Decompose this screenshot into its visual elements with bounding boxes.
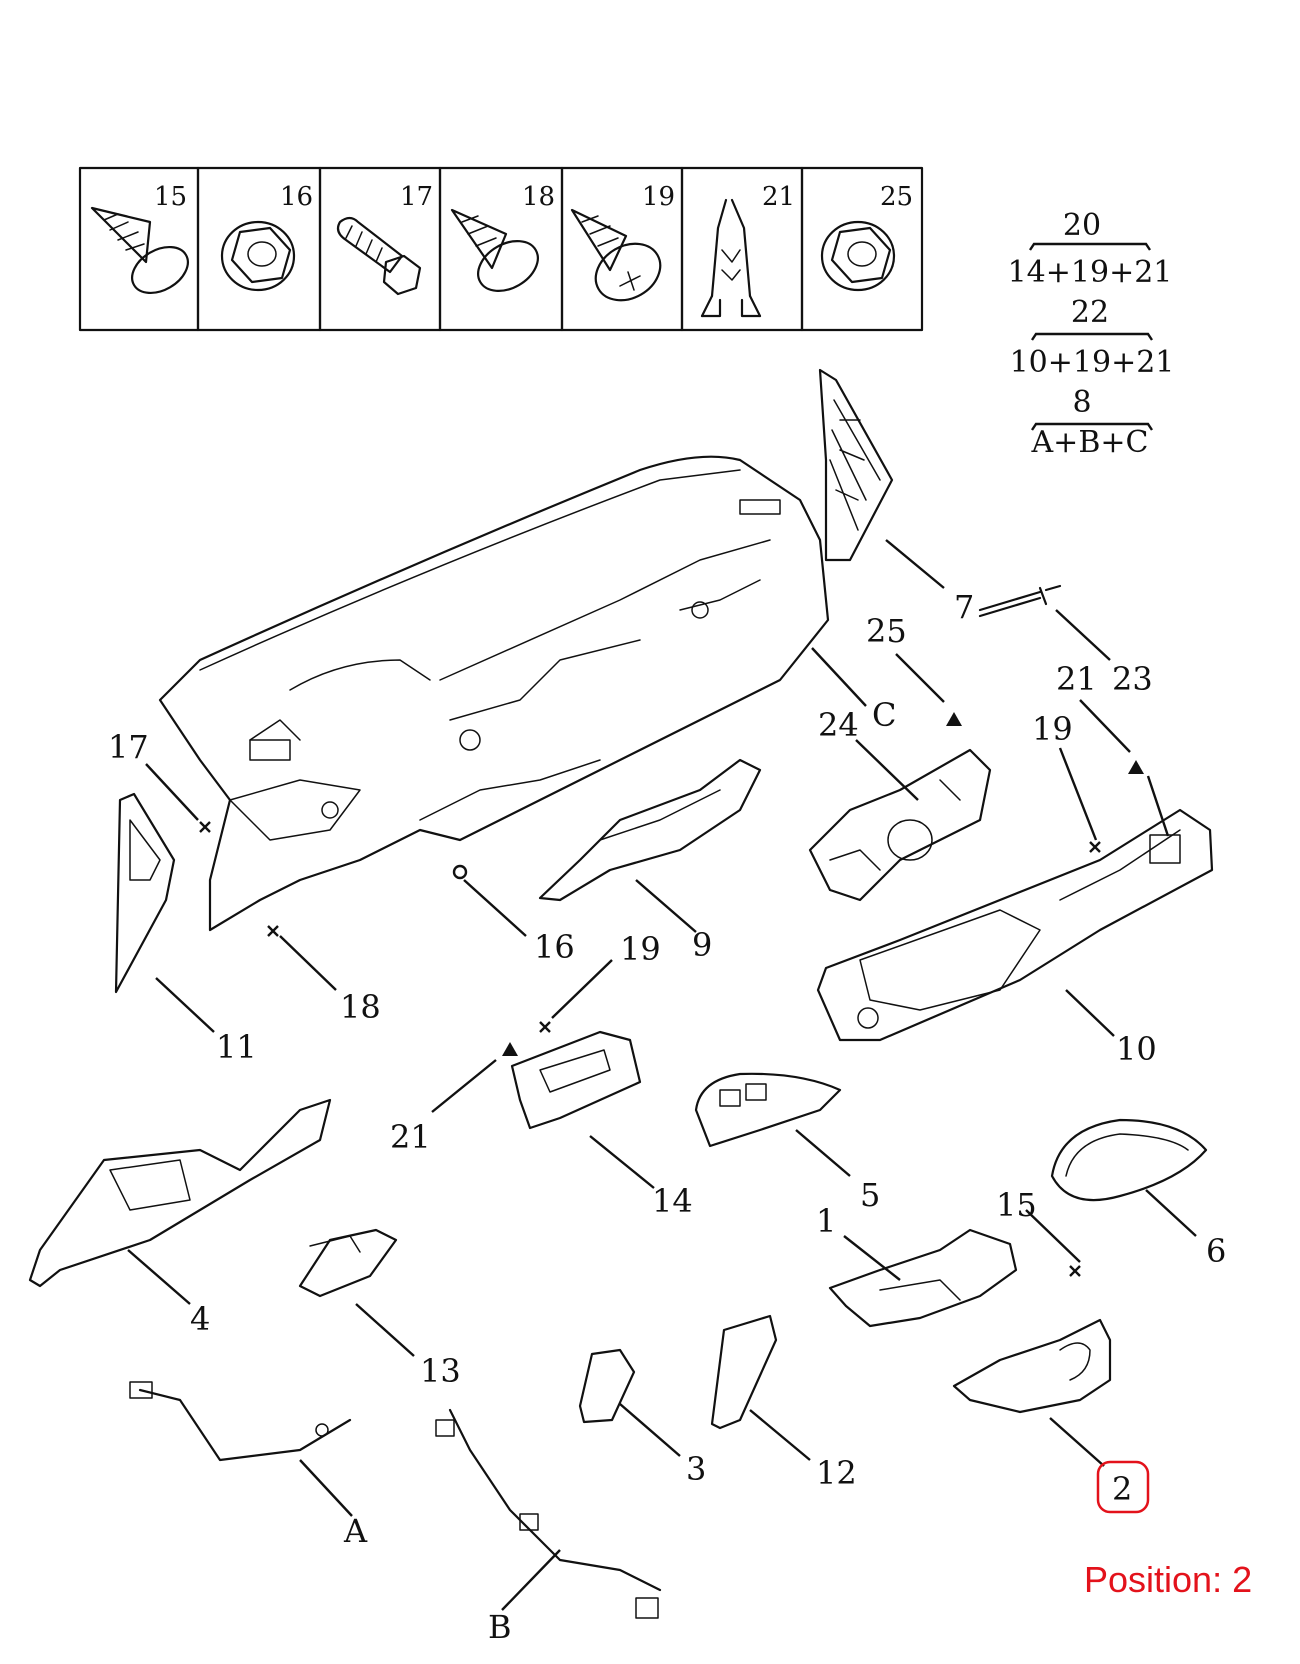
callout-labels: 7 23 25 21 19 C 24 17 16 9 18 11 19 10 2…	[108, 588, 1226, 1646]
callout-9: 9	[692, 926, 712, 964]
wiring-harness-a	[129, 1381, 352, 1462]
callout-7: 7	[954, 588, 974, 626]
highlight-box	[1096, 1460, 1150, 1514]
callout-24: 24	[818, 706, 859, 744]
fastener-number-19: 19	[642, 182, 675, 212]
column-shroud-lower	[952, 1318, 1112, 1414]
lower-knee-panel	[28, 1098, 332, 1288]
fastener-number-15: 15	[154, 182, 187, 212]
fastener-number-18: 18	[522, 182, 555, 212]
callout-4: 4	[190, 1300, 210, 1338]
callout-12: 12	[816, 1454, 857, 1492]
callout-3: 3	[686, 1450, 706, 1488]
callout-15: 15	[996, 1186, 1037, 1224]
fastener-table: 15 16 17 18 19 21 25	[78, 166, 924, 332]
tapping-screw-icon	[450, 208, 539, 292]
callout-18: 18	[340, 988, 381, 1026]
callout-11: 11	[216, 1028, 257, 1066]
lower-trim-strip	[538, 758, 762, 902]
kit-contents-8: A+B+C	[1031, 425, 1149, 460]
callout-6: 6	[1206, 1232, 1226, 1270]
callout-5: 5	[860, 1176, 880, 1214]
pan-head-screw-icon	[570, 208, 662, 302]
callout-23: 23	[1112, 660, 1153, 698]
fastener-number-17: 17	[400, 182, 433, 212]
callout-19: 19	[1032, 710, 1073, 748]
flange-nut-icon	[220, 220, 296, 292]
callout-13: 13	[420, 1352, 461, 1390]
kit-number-20: 20	[1063, 208, 1101, 243]
center-trim-panel	[816, 808, 1214, 1042]
fastener-number-25: 25	[880, 182, 913, 212]
kit-number-8: 8	[1072, 385, 1091, 420]
callout-B: B	[488, 1608, 512, 1646]
center-cover	[694, 1072, 842, 1148]
flange-nut-icon	[820, 220, 896, 292]
dashboard-frame	[158, 455, 830, 932]
callout-16: 16	[534, 928, 575, 966]
callout-21b: 21	[390, 1118, 431, 1156]
long-bolt-part	[978, 584, 1062, 618]
switch-bezel	[510, 1030, 642, 1130]
wiring-harness-b	[435, 1408, 662, 1619]
side-trim-panel	[818, 368, 894, 562]
column-shroud-upper	[828, 1228, 1018, 1328]
spring-clip-icon	[700, 198, 762, 318]
callout-A: A	[343, 1512, 368, 1550]
callout-C: C	[872, 696, 896, 734]
callout-2: 2	[1112, 1470, 1132, 1508]
kit-contents-20: 14+19+21	[1008, 255, 1173, 290]
bracket-part	[808, 748, 992, 902]
hex-bolt-icon	[336, 216, 422, 296]
fastener-number-16: 16	[280, 182, 313, 212]
kit-list: 20 14+19+21 22 10+19+21 8 A+B+C	[1008, 208, 1175, 460]
position-label: Position: 2	[1084, 1559, 1252, 1600]
airbag-cover	[1050, 1118, 1208, 1202]
small-storage-box	[298, 1228, 398, 1298]
leader-lines	[127, 539, 1197, 1611]
wood-screw-icon	[90, 206, 189, 295]
fastener-number-21: 21	[762, 182, 795, 212]
callout-17: 17	[108, 728, 149, 766]
callout-25: 25	[866, 612, 907, 650]
vertical-bracket-part	[710, 1314, 778, 1430]
side-end-cap	[114, 792, 176, 994]
small-block-part	[578, 1348, 636, 1424]
callout-1: 1	[816, 1202, 836, 1240]
callout-14: 14	[652, 1182, 693, 1220]
callout-19b: 19	[620, 930, 661, 968]
callout-21: 21	[1056, 660, 1097, 698]
kit-number-22: 22	[1071, 295, 1109, 330]
kit-contents-22: 10+19+21	[1010, 345, 1175, 380]
fastener-markers	[199, 712, 1144, 1277]
callout-10: 10	[1116, 1030, 1157, 1068]
